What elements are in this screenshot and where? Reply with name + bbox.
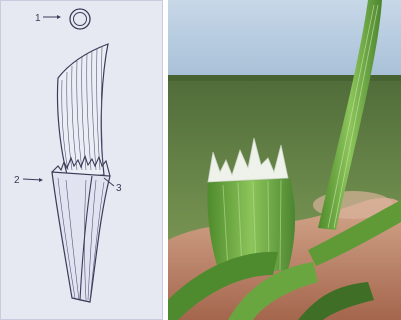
leaf-sheath-diagram: 1 — [0, 0, 163, 320]
label-1: 1 — [35, 13, 41, 24]
label-3: 3 — [116, 183, 122, 194]
label-2: 2 — [14, 175, 20, 186]
diagram-panel: 1 — [0, 0, 163, 320]
photo-panel — [168, 0, 401, 320]
grass-ligule-photo — [168, 0, 401, 320]
